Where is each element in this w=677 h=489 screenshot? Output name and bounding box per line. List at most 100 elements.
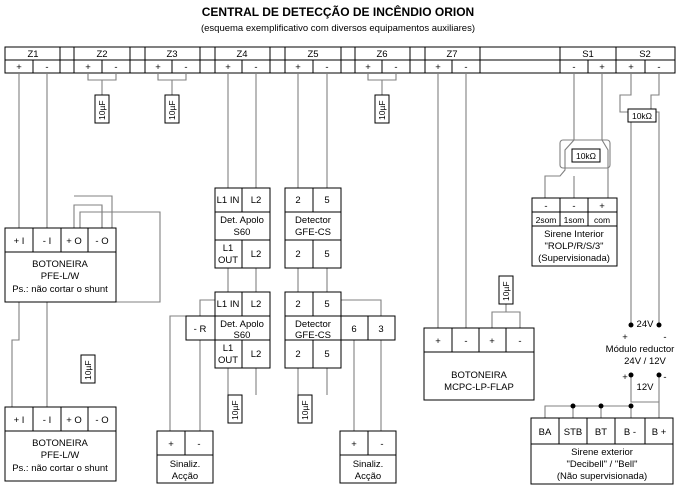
svg-text:PFE-L/W: PFE-L/W bbox=[41, 271, 80, 282]
capacitor-botoneira2: 10µF bbox=[80, 354, 96, 384]
svg-text:-: - bbox=[572, 201, 575, 212]
capacitor-detector2: 10µF bbox=[297, 394, 313, 424]
sinaliz-accao-1: + - Sinaliz. Acção bbox=[156, 430, 214, 484]
modulo-reductor: 24V + - Módulo reductor 24V / 12V + - 12… bbox=[606, 319, 675, 393]
svg-text:10µF: 10µF bbox=[501, 281, 511, 301]
svg-text:- O: - O bbox=[95, 415, 108, 426]
svg-text:L2: L2 bbox=[251, 249, 262, 260]
svg-text:-: - bbox=[544, 201, 547, 212]
svg-text:1som: 1som bbox=[564, 215, 585, 225]
svg-text:- I: - I bbox=[43, 415, 51, 426]
svg-text:OUT: OUT bbox=[218, 255, 238, 266]
svg-text:-: - bbox=[518, 336, 521, 347]
svg-text:(Não supervisionada): (Não supervisionada) bbox=[557, 471, 647, 482]
svg-text:10µF: 10µF bbox=[377, 100, 387, 120]
z6-plus: + bbox=[365, 62, 371, 73]
svg-text:+: + bbox=[599, 201, 605, 212]
zone-label-s1: S1 bbox=[582, 49, 594, 60]
zone-label-z2: Z2 bbox=[96, 49, 107, 60]
svg-text:Sinaliz.: Sinaliz. bbox=[170, 459, 201, 470]
svg-text:6: 6 bbox=[351, 324, 356, 335]
svg-text:+ I: + I bbox=[14, 415, 25, 426]
svg-text:+: + bbox=[168, 439, 174, 450]
svg-text:- R: - R bbox=[194, 324, 207, 335]
det-apolo-2: - R L1 IN L2 Det. Apolo S60 L1 OUT L2 bbox=[185, 291, 271, 369]
capacitor-z2: 10µF bbox=[94, 94, 110, 124]
z3-plus: + bbox=[155, 62, 161, 73]
svg-text:- I: - I bbox=[43, 236, 51, 247]
detector-gfe-1: 2 5 Detector GFE-CS 2 5 bbox=[284, 187, 342, 269]
svg-text:-: - bbox=[380, 439, 383, 450]
svg-text:-: - bbox=[663, 372, 666, 383]
svg-text:Det. Apolo: Det. Apolo bbox=[220, 319, 264, 330]
svg-text:STB: STB bbox=[564, 427, 582, 438]
svg-text:Ps.: não cortar o shunt: Ps.: não cortar o shunt bbox=[12, 284, 108, 295]
svg-text:Detector: Detector bbox=[295, 215, 331, 226]
svg-text:L2: L2 bbox=[251, 195, 262, 206]
s1-minus: - bbox=[572, 62, 575, 73]
svg-text:2som: 2som bbox=[536, 215, 557, 225]
s1-plus: + bbox=[599, 62, 605, 73]
zone-label-z1: Z1 bbox=[27, 49, 38, 60]
svg-text:"ROLP/R/S/3": "ROLP/R/S/3" bbox=[544, 241, 603, 252]
svg-text:2: 2 bbox=[295, 349, 300, 360]
z1-plus: + bbox=[16, 62, 22, 73]
svg-text:MCPC-LP-FLAP: MCPC-LP-FLAP bbox=[444, 382, 514, 393]
svg-text:GFE-CS: GFE-CS bbox=[295, 227, 331, 238]
svg-text:10kΩ: 10kΩ bbox=[576, 151, 596, 161]
zone-label-s2: S2 bbox=[639, 49, 651, 60]
svg-text:-: - bbox=[197, 439, 200, 450]
zone-label-z3: Z3 bbox=[166, 49, 177, 60]
botoneira-pfe-1: + I - I + O - O BOTONEIRA PFE-L/W Ps.: n… bbox=[4, 227, 117, 303]
diagram-subtitle: (esquema exemplificativo com diversos eq… bbox=[201, 23, 475, 34]
svg-text:+: + bbox=[351, 439, 357, 450]
svg-text:BOTONEIRA: BOTONEIRA bbox=[32, 438, 88, 449]
svg-text:L2: L2 bbox=[251, 299, 262, 310]
svg-text:com: com bbox=[594, 215, 610, 225]
z7-plus: + bbox=[435, 62, 441, 73]
svg-text:5: 5 bbox=[324, 195, 329, 206]
svg-text:+ I: + I bbox=[14, 236, 25, 247]
svg-text:24V / 12V: 24V / 12V bbox=[624, 356, 666, 367]
svg-text:S60: S60 bbox=[234, 330, 251, 341]
svg-text:Módulo reductor: Módulo reductor bbox=[606, 344, 675, 355]
resistor-sirene-interior: 10kΩ bbox=[571, 148, 601, 163]
det-apolo-1: L1 IN L2 Det. Apolo S60 L1 OUT L2 bbox=[214, 187, 271, 269]
zone-label-z6: Z6 bbox=[376, 49, 387, 60]
svg-text:10µF: 10µF bbox=[83, 360, 93, 380]
svg-text:Det. Apolo: Det. Apolo bbox=[220, 215, 264, 226]
zone-headers: Z1 Z2 Z3 Z4 Z5 Z6 Z7 S1 S2 + - + - + - +… bbox=[16, 47, 661, 73]
z5-plus: + bbox=[295, 62, 301, 73]
svg-text:24V: 24V bbox=[637, 319, 655, 330]
svg-text:+ O: + O bbox=[66, 236, 82, 247]
svg-text:5: 5 bbox=[324, 349, 329, 360]
capacitor-mcpc: 10µF bbox=[498, 275, 514, 305]
svg-text:BT: BT bbox=[595, 427, 607, 438]
svg-text:-: - bbox=[663, 332, 666, 343]
z2-minus: - bbox=[114, 62, 117, 73]
svg-text:L1 IN: L1 IN bbox=[217, 195, 240, 206]
svg-text:L2: L2 bbox=[251, 349, 262, 360]
svg-text:+: + bbox=[435, 336, 441, 347]
capacitor-z6: 10µF bbox=[374, 94, 390, 124]
svg-text:Acção: Acção bbox=[355, 471, 381, 482]
botoneira-pfe-2: + I - I + O - O BOTONEIRA PFE-L/W Ps.: n… bbox=[4, 406, 117, 482]
svg-text:2: 2 bbox=[295, 195, 300, 206]
svg-text:B -: B - bbox=[624, 427, 636, 438]
z3-minus: - bbox=[184, 62, 187, 73]
svg-text:L1 IN: L1 IN bbox=[217, 299, 240, 310]
wires bbox=[11, 73, 660, 431]
svg-text:BOTONEIRA: BOTONEIRA bbox=[451, 370, 507, 381]
svg-text:+: + bbox=[622, 372, 628, 383]
capacitor-z3: 10µF bbox=[164, 94, 180, 124]
svg-text:"Decibell" / "Bell": "Decibell" / "Bell" bbox=[566, 459, 637, 470]
svg-text:5: 5 bbox=[324, 299, 329, 310]
svg-text:Detector: Detector bbox=[295, 319, 331, 330]
svg-text:-: - bbox=[464, 336, 467, 347]
zone-label-z7: Z7 bbox=[446, 49, 457, 60]
svg-text:L1: L1 bbox=[223, 243, 234, 254]
svg-text:BOTONEIRA: BOTONEIRA bbox=[32, 259, 88, 270]
svg-text:PFE-L/W: PFE-L/W bbox=[41, 450, 80, 461]
zone-label-z5: Z5 bbox=[307, 49, 318, 60]
